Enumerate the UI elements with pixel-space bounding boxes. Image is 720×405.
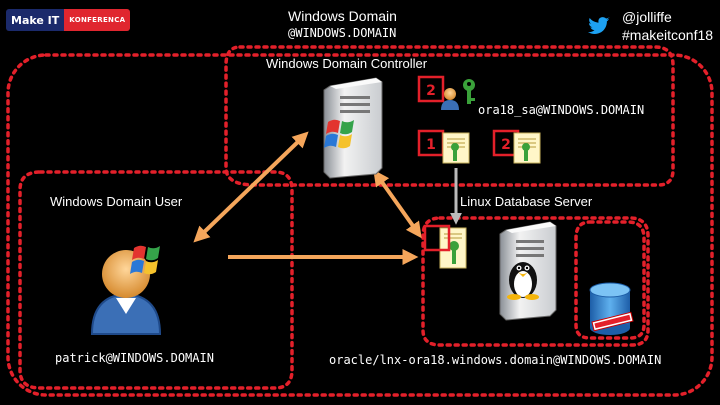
dc-zone-border [224, 45, 675, 187]
keytab-icon [513, 132, 541, 164]
keytab-icon [439, 227, 467, 269]
service-principal: oracle/lnx-ora18.windows.domain@WINDOWS.… [329, 353, 662, 367]
user-zone-border [18, 170, 294, 390]
arrow-linux-dc [373, 169, 422, 239]
user-principal: patrick@WINDOWS.DOMAIN [55, 351, 214, 365]
linux-zone-label: Linux Database Server [460, 194, 593, 209]
badge-right-number: 2 [501, 137, 511, 153]
badge-left-number: 1 [426, 137, 436, 153]
user-zone-label: Windows Domain User [50, 194, 183, 209]
key-icon [463, 79, 475, 104]
header-title: Windows Domain [288, 8, 397, 24]
badge-linux-small [423, 224, 451, 252]
badge-top [417, 75, 445, 103]
service-account-principal: ora18_sa@WINDOWS.DOMAIN [478, 103, 645, 117]
database-icon [589, 282, 634, 335]
service-account-user-icon [441, 88, 459, 110]
dc-zone-label: Windows Domain Controller [266, 56, 428, 71]
header-subtitle: @WINDOWS.DOMAIN [288, 26, 397, 40]
logo-main: Make IT [6, 9, 65, 31]
db-zone-border [574, 220, 646, 340]
keytab-icon [442, 132, 470, 164]
twitter-bird-icon [588, 17, 610, 34]
make-it-logo: Make IT KONFERENCA [6, 9, 131, 31]
hashtag: #makeitconf18 [622, 27, 714, 43]
linux-server-icon [499, 221, 557, 321]
arrow-user-dc [193, 131, 309, 243]
tux-penguin-icon [507, 262, 539, 300]
twitter-handle: @jolliffe [622, 9, 672, 25]
badge-top-number: 2 [426, 83, 436, 99]
windows-server-icon [323, 77, 383, 179]
logo-sub: KONFERENCA [64, 9, 131, 31]
outer-domain-border [6, 53, 714, 397]
windows-user-icon [90, 245, 162, 335]
